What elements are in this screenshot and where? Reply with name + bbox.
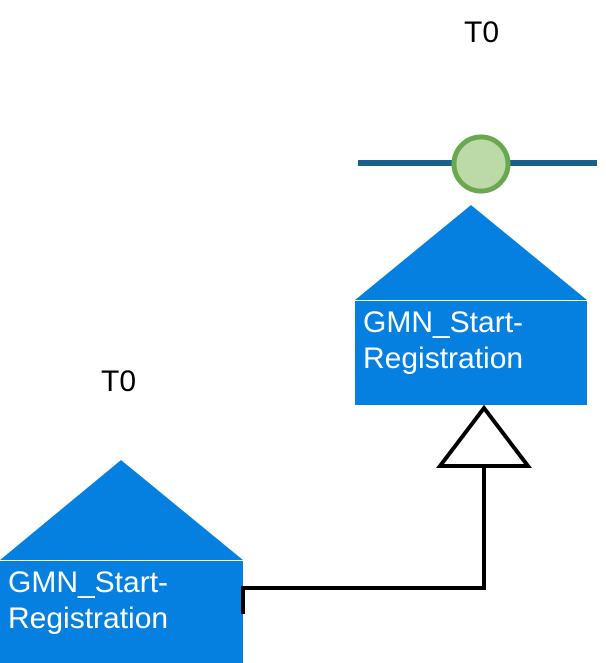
source-node[interactable]: GMN_Start- Registration — [0, 460, 243, 663]
target-node-label-line1: GMN_Start- — [363, 306, 524, 339]
source-node-divider — [0, 560, 243, 561]
source-node-label-line2: Registration — [8, 602, 169, 635]
target-node[interactable]: GMN_Start- Registration — [355, 205, 587, 405]
flow-arrow — [241, 404, 533, 614]
target-node-label: GMN_Start- Registration — [355, 301, 587, 405]
source-node-label-line1: GMN_Start- — [8, 566, 169, 599]
source-node-time-label: T0 — [101, 365, 137, 398]
source-node-label: GMN_Start- Registration — [0, 561, 243, 663]
target-node-divider — [355, 300, 587, 301]
target-node-label-line2: Registration — [363, 342, 524, 375]
target-node-time-label: T0 — [464, 16, 500, 49]
timeline-marker-circle — [451, 134, 511, 194]
